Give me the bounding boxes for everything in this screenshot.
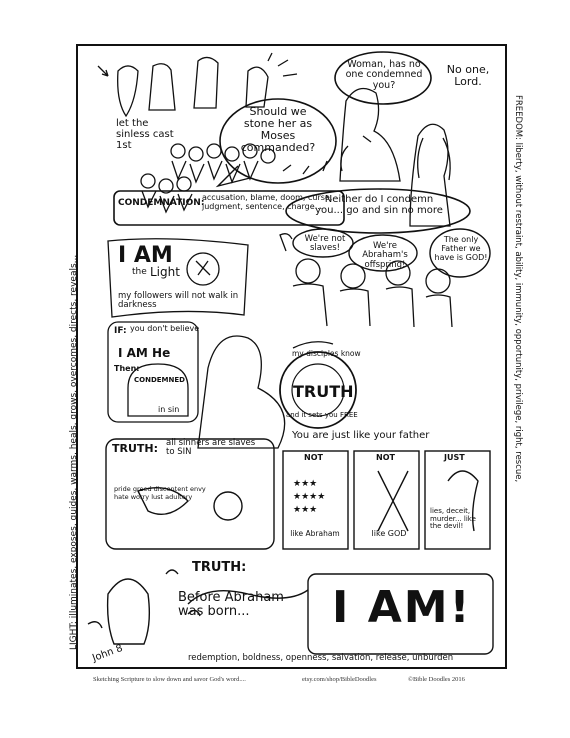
bottom-side-text: redemption, boldness, openness, salvatio… xyxy=(188,653,454,663)
footer-right: ©Bible Doodles 2016 xyxy=(408,676,465,683)
chain-word: worry xyxy=(130,492,150,501)
if-text: you don't believe xyxy=(130,324,200,333)
condemnation-terms: accusation, blame, doom, curse, judgment… xyxy=(202,193,333,211)
iam-he-text: I AM He xyxy=(118,346,171,360)
panel2-drawing xyxy=(107,228,491,328)
should-we-text: Should we stone her as Moses commanded? xyxy=(240,105,316,155)
woman-has-text: Woman, has no one condemned you? xyxy=(345,59,423,91)
panel5-drawing xyxy=(87,569,494,655)
footer-center: etsy.com/shop/BibleDoodles xyxy=(302,676,377,683)
in-sin-text: in sin xyxy=(158,405,180,414)
coloring-page-frame: let the sinless cast 1st Should we stone… xyxy=(76,44,507,669)
neither-text: Neither do I condemn you... go and sin n… xyxy=(315,194,443,216)
abrahams-text: We're Abraham's offspring! xyxy=(362,241,408,270)
condemnation-label: CONDEMNATION: xyxy=(118,198,205,208)
if-label: IF: xyxy=(114,326,127,336)
light-text: Light xyxy=(150,265,180,279)
then-label: Then: xyxy=(114,364,140,373)
devil-text: lies, deceit, murder... like the devil! xyxy=(430,507,476,531)
chain-word: pride xyxy=(114,485,131,493)
were-not-slaves-text: We're not slaves! xyxy=(304,234,346,254)
chain-word: hate xyxy=(114,492,129,501)
just-text: JUST xyxy=(444,453,465,462)
truth-label: TRUTH: xyxy=(112,442,159,455)
panel4-drawing: ★★★ ★★★★ ★★★ xyxy=(105,438,491,550)
panel3-drawing xyxy=(107,321,357,449)
condemned-text: CONDEMNED xyxy=(134,376,185,384)
chain-word: lust xyxy=(151,492,164,501)
chain-words: pride greed discontent envy hate worry l… xyxy=(114,485,214,502)
not1-text: NOT xyxy=(304,453,323,462)
svg-text:★★★: ★★★ xyxy=(293,505,317,515)
chain-word: adultery xyxy=(165,492,193,501)
chain-word: discontent xyxy=(153,485,188,493)
panel1-drawing xyxy=(97,51,471,234)
iam-light-title: I AM xyxy=(118,243,173,268)
right-side-text: FREEDOM: liberty, without restraint, abi… xyxy=(513,95,523,483)
truth-bottom-text: TRUTH: xyxy=(192,560,247,575)
just-like-text: You are just like your father xyxy=(292,430,430,441)
not2-text: NOT xyxy=(376,453,395,462)
abraham-text: like Abraham xyxy=(290,529,340,538)
only-father-text: The only Father we have is GOD! xyxy=(434,235,488,262)
chain-word: envy xyxy=(189,485,206,493)
disciples-text: my disciples know xyxy=(292,349,361,358)
all-sinners-text: all sinners are slaves to SIN xyxy=(166,438,256,458)
before-abraham-text: Before Abraham was born... xyxy=(178,590,284,620)
svg-text:★★★: ★★★ xyxy=(293,479,317,489)
the-text: the xyxy=(132,267,147,277)
sets-free-text: and it sets you FREE xyxy=(286,411,358,419)
truth-center-text: TRUTH xyxy=(293,382,354,401)
followers-text: my followers will not walk in darkness xyxy=(118,291,239,311)
svg-text:★★★★: ★★★★ xyxy=(293,492,325,502)
god-text: like GOD xyxy=(371,529,407,538)
footer-left: Sketching Scripture to slow down and sav… xyxy=(93,676,246,683)
chain-word: greed xyxy=(132,485,152,493)
let-sinless-text: let the sinless cast 1st xyxy=(116,118,174,151)
no-one-text: No one, Lord. xyxy=(446,63,490,89)
iam-final-text: I AM! xyxy=(332,582,472,633)
